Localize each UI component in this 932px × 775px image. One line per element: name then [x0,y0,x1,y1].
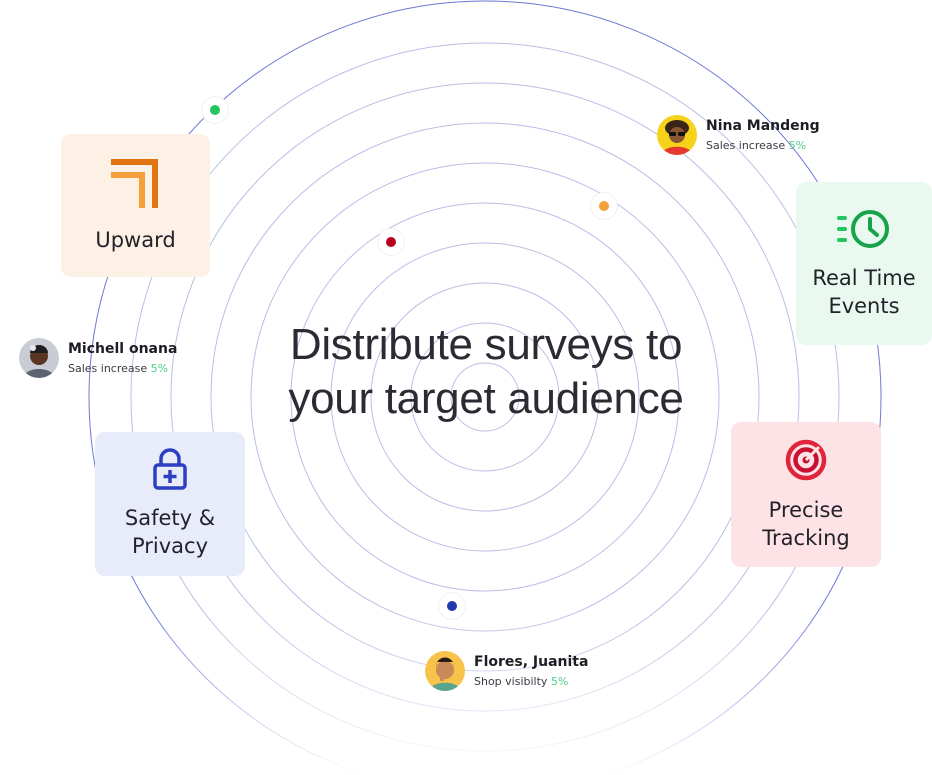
avatar [657,115,697,155]
percent-badge: 5% [550,674,569,688]
realtime-events-label: Real Time Events [812,265,916,318]
upward-card: Upward [61,134,210,277]
person-caption: Sales increase 5% [706,138,820,154]
percent-badge: 5% [150,361,169,375]
target-icon [785,439,827,480]
caption-text: Sales increase [68,361,148,375]
person-flores-juanita: Flores, Juanita Shop visibilty 5% [425,651,588,691]
person-michell-onana: Michell onana Sales increase 5% [19,338,177,378]
upward-arrow-icon [110,158,158,208]
realtime-events-card: Real Time Events [796,182,932,345]
blue-dot [447,601,457,611]
green-dot [210,105,220,115]
precise-tracking-label: Precise Tracking [762,497,850,550]
headline: Distribute surveys to your target audien… [216,318,756,426]
lock-plus-icon [153,448,187,490]
person-caption: Shop visibilty 5% [474,674,588,690]
upward-label: Upward [95,227,176,252]
caption-text: Shop visibilty [474,674,548,688]
person-name: Michell onana [68,340,178,357]
person-nina-mandeng: Nina Mandeng Sales increase 5% [657,115,820,155]
avatar [425,651,465,691]
safety-privacy-label: Safety & Privacy [124,506,216,558]
orange-dot [599,201,609,211]
avatar [19,338,59,378]
percent-badge: 5% [788,138,807,152]
red-dot [386,237,396,247]
headline-line-1: Distribute surveys to [289,320,683,369]
person-name: Nina Mandeng [706,117,820,134]
caption-text: Sales increase [706,138,786,152]
person-caption: Sales increase 5% [68,361,177,377]
clock-fast-icon [837,209,889,248]
headline-line-2: your target audience [288,374,684,423]
person-name: Flores, Juanita [474,653,589,670]
safety-privacy-card: Safety & Privacy [95,432,245,576]
precise-tracking-card: Precise Tracking [731,422,881,567]
